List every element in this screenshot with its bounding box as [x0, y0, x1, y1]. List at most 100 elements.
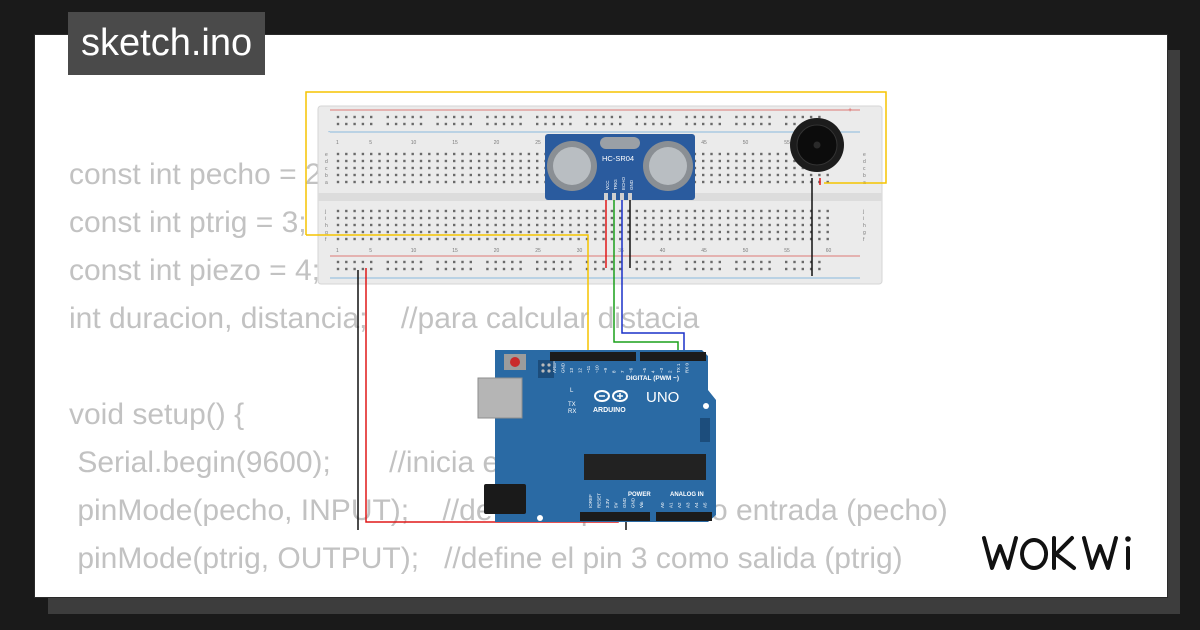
breadboard-row-label: g — [325, 230, 328, 236]
analog-pin-label: A1 — [669, 502, 674, 508]
power-pin-label: GND — [631, 497, 636, 508]
power-label: POWER — [628, 492, 651, 498]
breadboard-row-label: e — [863, 152, 866, 158]
digital-pin-label: ~11 — [586, 365, 591, 373]
breadboard-column-number: 25 — [535, 248, 541, 254]
sketch-filename-title: sketch.ino — [68, 12, 266, 75]
digital-pin-label: TX 1 — [676, 363, 681, 373]
breadboard-row-label: b — [863, 173, 866, 179]
analog-pin-label: A3 — [686, 502, 691, 508]
breadboard-column-number: 35 — [618, 248, 624, 254]
breadboard-row-label: j — [324, 209, 326, 215]
power-pin-label: 5V — [614, 502, 619, 508]
digital-pin-label: 4 — [651, 370, 656, 373]
breadboard-rail-holes — [336, 115, 821, 271]
breadboard-row-label: i — [325, 216, 326, 222]
breadboard-column-number: 10 — [411, 140, 417, 146]
rail-minus-label: - — [328, 129, 331, 136]
breadboard-row-label: c — [325, 166, 328, 172]
breadboard-column-number: 20 — [494, 248, 500, 254]
sensor-pin-gnd: GND — [629, 179, 634, 190]
digital-pin-label: RX 0 — [685, 362, 690, 373]
breadboard-column-number: 20 — [494, 140, 500, 146]
digital-pin-label: ~6 — [629, 367, 634, 373]
breadboard-column-number: 1 — [336, 248, 339, 254]
breadboard-row-label: d — [863, 159, 866, 165]
digital-pin-label: 13 — [569, 367, 574, 373]
analog-pin-label: A4 — [694, 502, 699, 508]
breadboard-column-number: 55 — [784, 248, 790, 254]
breadboard-column-number: 5 — [369, 248, 372, 254]
analog-pin-label: A0 — [660, 502, 665, 508]
wire-yellow-loop — [305, 91, 887, 235]
breadboard-column-number: 25 — [535, 140, 541, 146]
breadboard-column-number: 50 — [743, 248, 749, 254]
breadboard-column-number: 15 — [452, 140, 458, 146]
digital-pin-label: 8 — [612, 370, 617, 373]
breadboard-row-label: h — [325, 223, 328, 229]
sensor-pin-echo: ECHO — [621, 176, 626, 190]
sensor-pin-vcc: VCC — [605, 180, 610, 190]
breadboard-row-label: d — [325, 159, 328, 165]
digital-pin-label: ~9 — [603, 367, 608, 373]
digital-pin-label: 7 — [620, 370, 625, 373]
breadboard-row-label: h — [863, 223, 866, 229]
sensor-pin-trig: TRIG — [613, 179, 618, 190]
breadboard-row-label: j — [862, 209, 864, 215]
wire-blue — [621, 198, 685, 356]
wokwi-logo-mark — [982, 536, 1130, 570]
breadboard-row-label: f — [863, 237, 865, 243]
breadboard-row-label: e — [325, 152, 328, 158]
breadboard-row-label: g — [863, 230, 866, 236]
breadboard-column-number: 1 — [336, 140, 339, 146]
wokwi-logo-background — [976, 528, 1152, 578]
digital-pin-label: AREF — [552, 361, 557, 373]
sensor-label: HC-SR04 — [602, 154, 634, 163]
digital-pin-label: 12 — [578, 367, 583, 373]
analog-label: ANALOG IN — [670, 492, 704, 498]
breadboard-row-label: i — [863, 216, 864, 222]
analog-pin-label: A5 — [703, 502, 708, 508]
rx-label: RX — [568, 409, 576, 415]
analog-pin-label: A2 — [677, 502, 682, 508]
ultrasonic-sensor[interactable]: HC-SR04 VCC TRIG ECHO GND — [545, 134, 695, 200]
arduino-brand-label: ARDUINO — [593, 407, 626, 414]
code-line: void setup() { — [69, 398, 245, 431]
digital-label: DIGITAL (PWM ~) — [626, 375, 679, 382]
arduino-logo-icon — [594, 390, 628, 402]
breadboard-column-number: 15 — [452, 248, 458, 254]
power-pin-label: GND — [622, 497, 627, 508]
breadboard-column-number: 5 — [369, 140, 372, 146]
code-line: const int piezo = 4; — [69, 254, 320, 287]
piezo-buzzer[interactable] — [790, 118, 844, 172]
breadboard-row-label: b — [325, 173, 328, 179]
digital-pin-label: GND — [561, 362, 566, 373]
uno-model-label: UNO — [646, 389, 679, 406]
digital-pin-label: ~10 — [595, 365, 600, 373]
code-background: const int pecho = 2; const int ptrig = 3… — [69, 151, 948, 583]
code-line: const int pecho = 2; — [69, 158, 331, 191]
digital-pin-label: ~3 — [659, 367, 664, 373]
breadboard-row-label: f — [325, 237, 327, 243]
power-pin-label: RESET — [597, 493, 602, 508]
digital-pin-label: 2 — [668, 370, 673, 373]
breadboard-column-number: 45 — [701, 248, 707, 254]
wire-yellow-trig — [306, 234, 589, 358]
digital-pin-label: ~5 — [642, 367, 647, 373]
breadboard-column-number: 45 — [701, 140, 707, 146]
on-label: ON — [720, 404, 729, 410]
breadboard-column-number: 40 — [660, 248, 666, 254]
tx-label: TX — [568, 402, 576, 408]
breadboard-column-number: 30 — [577, 248, 583, 254]
power-pin-label: Vin — [639, 501, 644, 508]
breadboard-row-label: a — [325, 180, 328, 186]
power-pin-label: 3.3V — [605, 499, 610, 508]
l-label: L — [570, 388, 574, 394]
breadboard-row-label: c — [863, 166, 866, 172]
rail-plus-label: + — [848, 107, 852, 114]
breadboard-column-number: 60 — [826, 248, 832, 254]
